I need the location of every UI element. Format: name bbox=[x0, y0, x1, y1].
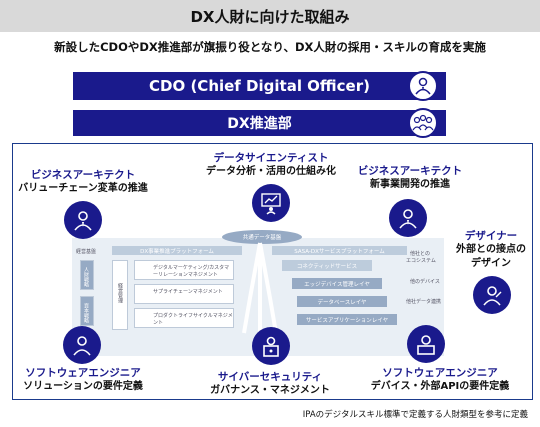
footer-caption: IPAのデジタルスキル標準で定義する人財類型を参考に定義 bbox=[302, 410, 528, 420]
device-label: 他のデバイス bbox=[410, 279, 440, 285]
cdo-label: CDO (Chief Digital Officer) bbox=[149, 77, 370, 95]
management-column: 経営管理 bbox=[112, 260, 128, 330]
right-platform-title: SASA-DXサービスプラットフォーム bbox=[272, 246, 407, 255]
role-data-scientist: データサイエンティスト データ分析・活用の仕組み化 bbox=[200, 151, 342, 179]
page-title-text: DX人財に向けた取組み bbox=[190, 7, 350, 26]
ecosystem-label: 他社との bbox=[410, 251, 430, 257]
role-description: バリューチェーン変革の推進 bbox=[18, 183, 148, 194]
left-platform-title: DX事業推進プラットフォーム bbox=[112, 246, 242, 255]
developer-icon bbox=[407, 325, 445, 363]
role-title: ビジネスアーキテクト bbox=[30, 169, 136, 181]
business-person-icon bbox=[64, 201, 102, 239]
page-subtitle: 新設したCDOやDX推進部が旗振り役となり、DX人財の採用・スキルの育成を実施 bbox=[54, 40, 486, 54]
dx-department-label: DX推進部 bbox=[227, 116, 292, 132]
role-designer: デザイナー 外部との接点のデザイン bbox=[455, 229, 527, 271]
engineer-icon bbox=[63, 326, 101, 364]
business-person-icon bbox=[389, 199, 427, 237]
common-data-label: 共通データ基盤 bbox=[222, 230, 302, 244]
role-title: ビジネスアーキテクト bbox=[357, 165, 463, 177]
left-item: サプライチェーンマネジメント bbox=[134, 284, 234, 304]
role-title: ソフトウェアエンジニア bbox=[382, 367, 498, 379]
role-title: サイバーセキュリティ bbox=[217, 371, 323, 383]
role-software-engineer-1: ソフトウェアエンジニア ソリューションの要件定義 bbox=[18, 366, 148, 394]
executive-icon bbox=[408, 71, 438, 101]
role-description: 外部との接点のデザイン bbox=[456, 244, 526, 269]
right-item-label: データベースレイヤ bbox=[317, 299, 367, 306]
side-label: 経営基盤 bbox=[76, 249, 97, 255]
right-item-label: コネクティッドサービス bbox=[296, 263, 358, 270]
data-flow-arrows-icon bbox=[242, 242, 278, 334]
cdo-bar: CDO (Chief Digital Officer) bbox=[73, 72, 446, 100]
role-title: ソフトウェアエンジニア bbox=[25, 367, 141, 379]
role-description: ソリューションの要件定義 bbox=[23, 381, 143, 392]
side-box: 人財戦略 bbox=[80, 260, 94, 290]
role-description: データ分析・活用の仕組み化 bbox=[206, 166, 336, 177]
role-cyber-security: サイバーセキュリティ ガバナンス・マネジメント bbox=[205, 370, 335, 398]
left-item-label: サプライチェーンマネジメント bbox=[153, 289, 223, 295]
team-icon bbox=[408, 108, 438, 138]
right-item: エッジデバイス管理レイヤ bbox=[292, 278, 382, 289]
chart-analyst-icon bbox=[252, 184, 290, 222]
side-box: 資本戦略 bbox=[80, 296, 94, 326]
left-item: プロダクトライフサイクルマネジメント bbox=[134, 308, 234, 328]
role-description: 新事業開発の推進 bbox=[370, 179, 450, 190]
left-item-label: デジタルマーケティング/カスタマーリレーションマネジメント bbox=[153, 265, 230, 278]
right-item-label: エッジデバイス管理レイヤ bbox=[304, 281, 370, 288]
designer-icon bbox=[473, 276, 511, 314]
right-item: コネクティッドサービス bbox=[282, 260, 372, 271]
right-item-label: サービスアプリケーションレイヤ bbox=[305, 317, 389, 324]
left-item-label: プロダクトライフサイクルマネジメント bbox=[153, 313, 233, 326]
management-label: 経営管理 bbox=[117, 283, 123, 303]
ecosystem-label: エコシステム bbox=[406, 258, 436, 264]
role-title: デザイナー bbox=[464, 230, 518, 242]
side-label: 資本戦略 bbox=[83, 303, 89, 323]
role-software-engineer-2: ソフトウェアエンジニア デバイス・外部APIの要件定義 bbox=[360, 366, 520, 394]
side-label: 人財戦略 bbox=[83, 267, 89, 287]
role-title: データサイエンティスト bbox=[213, 152, 329, 164]
right-item: データベースレイヤ bbox=[297, 296, 387, 307]
right-item: サービスアプリケーションレイヤ bbox=[297, 314, 397, 325]
role-business-architect-2: ビジネスアーキテクト 新事業開発の推進 bbox=[345, 164, 475, 192]
left-item: デジタルマーケティング/カスタマーリレーションマネジメント bbox=[134, 260, 234, 280]
role-description: ガバナンス・マネジメント bbox=[210, 385, 330, 396]
dx-department-bar: DX推進部 bbox=[73, 110, 446, 136]
role-business-architect-1: ビジネスアーキテクト バリューチェーン変革の推進 bbox=[18, 168, 148, 196]
page-title: DX人財に向けた取組み bbox=[0, 0, 540, 32]
security-icon bbox=[252, 327, 290, 365]
role-description: デバイス・外部APIの要件定義 bbox=[370, 381, 510, 392]
data-link-label: 他社データ連携 bbox=[406, 299, 442, 305]
